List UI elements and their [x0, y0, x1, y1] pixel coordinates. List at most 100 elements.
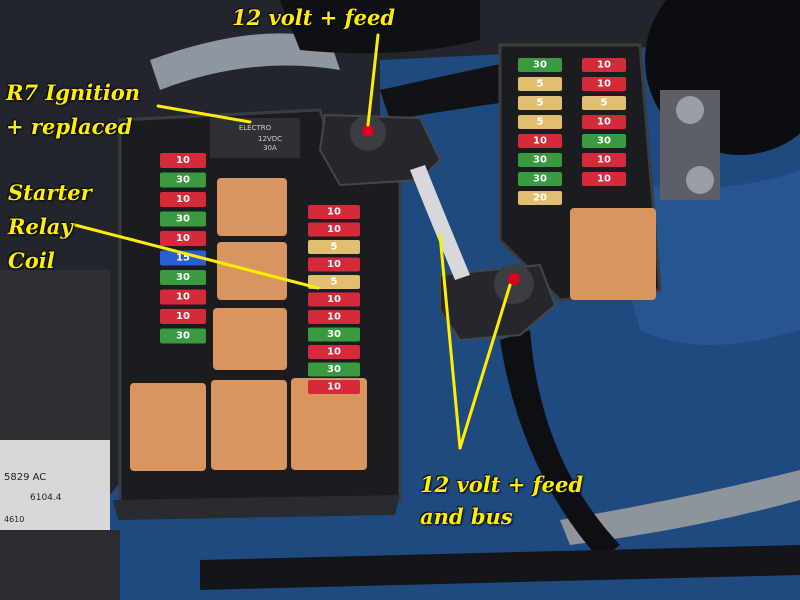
fuse-body	[160, 328, 206, 344]
fuse: 5	[518, 96, 562, 110]
fuse-body	[518, 172, 562, 186]
fuse: 10	[308, 292, 360, 307]
sticker-line-3: 4610	[4, 515, 24, 524]
annotation-starter-line2: Relay	[8, 214, 73, 239]
fuse-body	[518, 58, 562, 72]
fuse-body	[308, 222, 360, 237]
fuse-rating: 10	[597, 79, 611, 90]
bus-cable	[410, 165, 470, 280]
fuse-rating: 10	[327, 224, 341, 235]
fuse-rating: 5	[331, 242, 338, 253]
bottom-cable-silver	[560, 470, 800, 545]
annotation-feed-top: 12 volt + feed	[232, 5, 396, 30]
fuse-rating: 30	[533, 174, 547, 185]
fuse: 5	[518, 77, 562, 91]
fuse: 5	[582, 96, 626, 110]
fuse: 10	[582, 115, 626, 129]
fuse-body	[160, 211, 206, 227]
fuse: 30	[518, 172, 562, 186]
fuses-layer: 10 30 10 30 10 15 30 10 10 30 10 10 5 10 5 10 10 30 10 30 10…	[160, 58, 626, 394]
annotation-r7-line2: + replaced	[6, 114, 133, 139]
fuse-rating: 20	[533, 193, 547, 204]
fusebox-lip	[113, 495, 400, 520]
fuse: 10	[308, 257, 360, 272]
fuse-rating: 10	[176, 292, 190, 303]
relay-rating-text: 12VDC	[258, 135, 282, 143]
fuse-body	[518, 134, 562, 148]
fuse: 30	[160, 328, 206, 344]
fuse: 10	[160, 153, 206, 168]
annotation-feed-bottom-line1: 12 volt + feed	[420, 472, 584, 497]
fuse-body	[582, 96, 626, 110]
left-bottom-part	[0, 530, 120, 600]
fuse-body	[582, 77, 626, 91]
fuse-rating: 10	[597, 174, 611, 185]
fuse-body	[308, 310, 360, 324]
fuse-body	[160, 192, 206, 207]
fuse-rating: 10	[327, 294, 341, 305]
pointer-feed-bottom	[458, 283, 512, 450]
fuse: 10	[308, 345, 360, 359]
fuse-rating: 10	[176, 233, 190, 244]
red-marker-bottom	[508, 273, 520, 285]
fuse: 10	[160, 192, 206, 207]
fuse-body	[518, 96, 562, 110]
fuse-body	[160, 270, 206, 285]
fuse-rating: 10	[597, 117, 611, 128]
annotation-starter-line1: Starter	[8, 180, 92, 205]
mount-bolt-1	[676, 96, 704, 124]
annotation-starter-line3: Coil	[8, 248, 55, 273]
fuse-body	[308, 327, 360, 342]
fuse: 10	[518, 134, 562, 148]
black-hose-top	[280, 0, 480, 54]
relay	[213, 308, 287, 370]
fuse-rating: 30	[176, 175, 190, 186]
pointer-bus	[438, 233, 462, 450]
bottom-cable-black	[200, 545, 800, 590]
fuse: 30	[518, 153, 562, 167]
fuse-rating: 10	[327, 312, 341, 323]
fuse: 10	[160, 289, 206, 305]
fuse-rating: 30	[327, 329, 341, 340]
fuse-body	[308, 292, 360, 307]
fuse: 10	[308, 380, 360, 394]
relay	[217, 178, 287, 236]
fuse-rating: 5	[537, 117, 544, 128]
mount-bolt-2	[686, 166, 714, 194]
fuse-rating: 30	[176, 272, 190, 283]
fuse-rating: 30	[533, 60, 547, 71]
ac-hose	[150, 33, 340, 90]
fuse-body	[518, 191, 562, 205]
fuse-body	[308, 275, 360, 289]
fuse: 10	[308, 310, 360, 324]
fuse-body	[582, 115, 626, 129]
fuse: 30	[160, 172, 206, 188]
pointer-feed-top	[366, 33, 380, 127]
black-hose-mid	[380, 60, 520, 120]
fuse: 5	[518, 115, 562, 129]
fuse: 30	[308, 327, 360, 342]
relay	[211, 380, 287, 470]
relay-brand-text: ELECTRO	[239, 124, 272, 132]
fuse-body	[160, 172, 206, 188]
fuse-rating: 5	[331, 277, 338, 288]
annotation-r7-line1: R7 Ignition	[6, 80, 141, 105]
fuse: 30	[582, 134, 626, 148]
fuse-body	[582, 58, 626, 72]
label-sticker	[0, 440, 110, 530]
fuse-body	[582, 134, 626, 148]
fuse-rating: 10	[176, 155, 190, 166]
fuse-rating: 10	[327, 207, 341, 218]
fuse-rating: 10	[176, 311, 190, 322]
red-marker-top	[362, 125, 374, 137]
relay	[130, 383, 206, 471]
fuse: 5	[308, 240, 360, 254]
fuse: 15	[160, 250, 206, 266]
fuse-body	[518, 77, 562, 91]
fuse: 10	[160, 231, 206, 246]
fuse-rating: 30	[176, 214, 190, 225]
fuse-rating: 30	[533, 155, 547, 166]
annotation-feed-bottom-line2: and bus	[420, 504, 513, 529]
fuse-rating: 15	[176, 253, 190, 264]
fuse-rating: 10	[597, 155, 611, 166]
